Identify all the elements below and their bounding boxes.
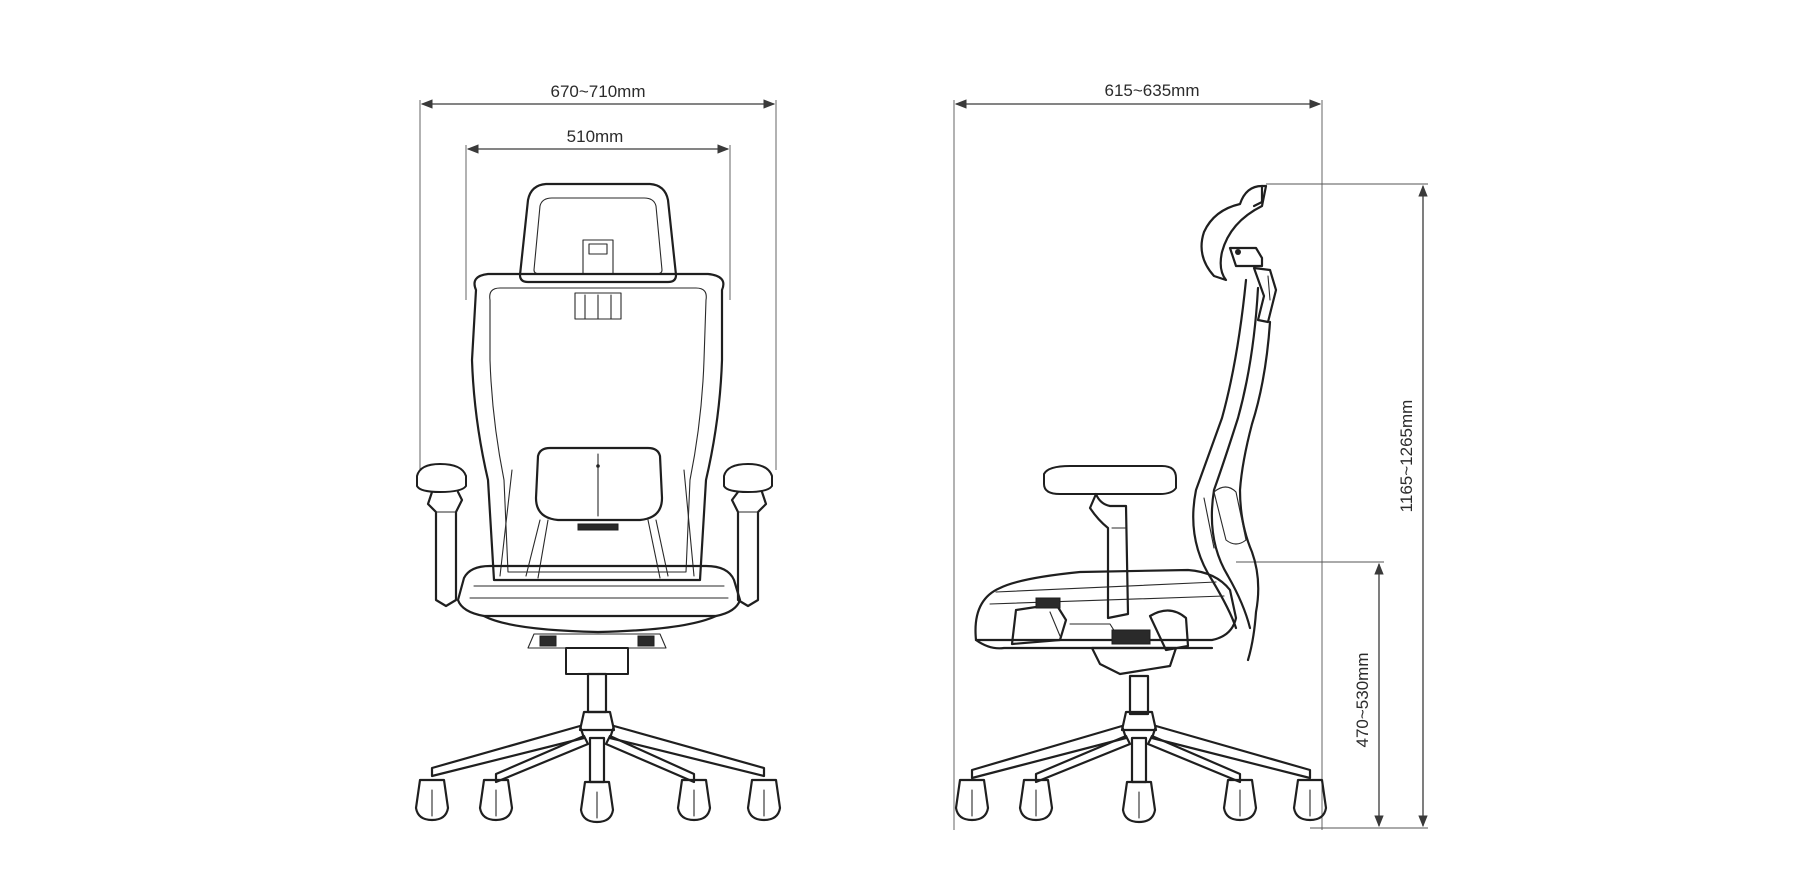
side-total-height-dimension: 1165~1265mm xyxy=(1266,183,1428,829)
front-casters xyxy=(414,778,782,824)
front-overall-width-label: 670~710mm xyxy=(551,82,646,101)
front-armrest-right xyxy=(723,463,773,608)
caster xyxy=(414,778,450,822)
front-view: 670~710mm 510mm xyxy=(414,82,782,824)
front-base xyxy=(430,672,766,784)
front-backrest-width-dimension: 510mm xyxy=(465,127,731,300)
side-backrest xyxy=(1192,278,1272,662)
side-base xyxy=(970,674,1312,784)
side-headrest xyxy=(1200,184,1278,324)
front-overall-width-dimension: 670~710mm xyxy=(419,82,777,470)
side-seat-height-label: 470~530mm xyxy=(1353,653,1372,748)
side-depth-dimension: 615~635mm xyxy=(953,81,1323,830)
caster xyxy=(478,778,514,822)
caster xyxy=(954,778,990,822)
caster xyxy=(676,778,712,822)
side-view: 615~635mm 1165~1265mm 470~530mm xyxy=(953,81,1428,830)
side-seat-height-dimension: 470~530mm xyxy=(1236,561,1384,828)
side-total-height-label: 1165~1265mm xyxy=(1397,400,1416,513)
side-seat xyxy=(974,568,1238,676)
caster xyxy=(1018,778,1054,822)
caster xyxy=(1121,780,1157,824)
front-seat xyxy=(456,564,742,675)
front-headrest xyxy=(518,182,678,284)
front-armrest-left xyxy=(416,463,467,608)
side-armrest xyxy=(1043,465,1177,620)
caster xyxy=(579,780,615,824)
front-backrest xyxy=(470,272,725,582)
caster xyxy=(1292,778,1328,822)
caster xyxy=(746,778,782,822)
side-casters xyxy=(954,778,1328,824)
caster xyxy=(1222,778,1258,822)
side-depth-label: 615~635mm xyxy=(1105,81,1200,100)
front-backrest-width-label: 510mm xyxy=(567,127,624,146)
